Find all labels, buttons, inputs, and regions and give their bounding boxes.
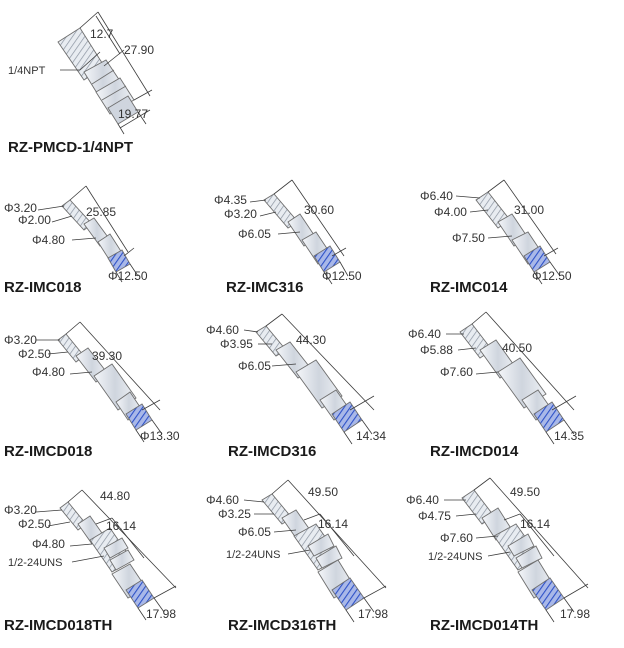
dim-text: Φ7.60 xyxy=(440,365,473,379)
connector-illustration xyxy=(263,193,341,273)
dim-text: 31.00 xyxy=(514,203,544,217)
dim-text: Φ4.00 xyxy=(434,205,467,219)
part-rz-imc018: Φ3.20 Φ2.00 25.85 Φ4.80 Φ12.50 RZ-IMC018 xyxy=(4,185,148,296)
dim-text: 16.14 xyxy=(106,519,136,533)
dim-text: Φ3.20 xyxy=(4,503,37,517)
connector-illustration xyxy=(59,501,155,609)
part-rz-imcd316th: Φ4.60 Φ3.25 49.50 Φ6.05 16.14 1/2-24UNS … xyxy=(206,479,388,634)
part-rz-pmcd-1-4npt: 12.7 27.90 1/4NPT 19.77 RZ-PMCD-1/4NPT xyxy=(8,11,154,156)
part-rz-imcd014th: Φ6.40 Φ4.75 49.50 Φ7.60 16.14 1/2-24UNS … xyxy=(406,477,590,634)
dim-text: Φ4.60 xyxy=(206,493,239,507)
dim-text: Φ6.05 xyxy=(238,227,271,241)
connector-illustration xyxy=(255,325,363,433)
dim-text: Φ3.25 xyxy=(218,507,251,521)
dim-text: 39.30 xyxy=(92,349,122,363)
dim-text: Φ4.35 xyxy=(214,193,247,207)
dim-text: Φ2.50 xyxy=(18,517,51,531)
dim-text: Φ4.80 xyxy=(32,233,65,247)
part-rz-imc014: Φ6.40 Φ4.00 31.00 Φ7.50 Φ12.50 RZ-IMC014 xyxy=(420,179,572,296)
dim-text: Φ4.75 xyxy=(418,509,451,523)
connector-illustration xyxy=(57,333,153,431)
part-rz-imcd316: Φ4.60 Φ3.95 44.30 Φ6.05 14.34 RZ-IMCD316 xyxy=(206,313,386,460)
dim-text: 30.60 xyxy=(304,203,334,217)
part-rz-imcd018th: Φ3.20 Φ2.50 44.80 16.14 Φ4.80 1/2-24UNS … xyxy=(4,489,176,634)
part-label: RZ-IMC018 xyxy=(4,279,82,296)
dim-text: Φ3.20 xyxy=(224,207,257,221)
part-label: RZ-IMCD018 xyxy=(4,443,92,460)
connector-illustration xyxy=(475,191,551,273)
dim-text: Φ3.95 xyxy=(220,337,253,351)
dim-text: 1/2-24UNS xyxy=(8,557,62,569)
part-label: RZ-IMCD014TH xyxy=(430,617,538,634)
part-label: RZ-IMCD316TH xyxy=(228,617,336,634)
dim-text: 49.50 xyxy=(510,485,540,499)
part-label: RZ-IMCD014 xyxy=(430,443,519,460)
connector-illustration xyxy=(459,323,565,433)
dim-text: 44.30 xyxy=(296,333,326,347)
dim-text: 49.50 xyxy=(308,485,338,499)
dim-text: Φ5.88 xyxy=(420,343,453,357)
dim-text: 16.14 xyxy=(318,517,348,531)
dim-text: Φ3.20 xyxy=(4,333,37,347)
dim-text: Φ6.40 xyxy=(408,327,441,341)
dim-text: Φ12.50 xyxy=(108,269,148,283)
dim-text: 14.35 xyxy=(554,429,584,443)
part-label: RZ-PMCD-1/4NPT xyxy=(8,139,133,156)
connector-illustration xyxy=(461,489,565,611)
dim-text: 44.80 xyxy=(100,489,130,503)
dim-text: Φ2.50 xyxy=(18,347,51,361)
dim-text: Φ6.40 xyxy=(406,493,439,507)
part-label: RZ-IMCD018TH xyxy=(4,617,112,634)
dim-text: Φ7.50 xyxy=(452,231,485,245)
part-rz-imcd018: Φ3.20 Φ2.50 39.30 Φ4.80 Φ13.30 RZ-IMCD01… xyxy=(4,321,180,460)
dim-text: Φ6.05 xyxy=(238,525,271,539)
dim-text: Φ3.20 xyxy=(4,201,37,215)
dim-text: 1/2-24UNS xyxy=(428,551,482,563)
dim-text: Φ12.50 xyxy=(532,269,572,283)
dim-text: 27.90 xyxy=(124,43,154,57)
connector-illustration xyxy=(261,493,365,611)
part-label: RZ-IMC316 xyxy=(226,279,304,296)
dim-text: 17.98 xyxy=(358,607,388,621)
dim-text: Φ4.80 xyxy=(32,365,65,379)
dim-text: 19.77 xyxy=(118,107,148,121)
dim-text: 14.34 xyxy=(356,429,386,443)
dim-text: 17.98 xyxy=(560,607,590,621)
dim-text: Φ4.60 xyxy=(206,323,239,337)
dim-text: 16.14 xyxy=(520,517,550,531)
dim-text: Φ12.50 xyxy=(322,269,362,283)
connector-illustration xyxy=(57,27,139,125)
dim-text: 17.98 xyxy=(146,607,176,621)
part-label: RZ-IMC014 xyxy=(430,279,508,296)
part-rz-imc316: Φ4.35 Φ3.20 30.60 Φ6.05 Φ12.50 RZ-IMC316 xyxy=(214,179,362,296)
part-rz-imcd014: Φ6.40 Φ5.88 40.50 Φ7.60 14.35 RZ-IMCD014 xyxy=(408,311,584,460)
dim-text: 25.85 xyxy=(86,205,116,219)
dim-text: Φ7.60 xyxy=(440,531,473,545)
dim-text: Φ4.80 xyxy=(32,537,65,551)
dim-text: Φ6.40 xyxy=(420,189,453,203)
dim-text: Φ13.30 xyxy=(140,429,180,443)
dim-text: Φ6.05 xyxy=(238,359,271,373)
dim-text: 1/2-24UNS xyxy=(226,549,280,561)
dim-text: 1/4NPT xyxy=(8,65,46,77)
part-label: RZ-IMCD316 xyxy=(228,443,316,460)
dim-text: 12.7 xyxy=(90,27,114,41)
dim-text: 40.50 xyxy=(502,341,532,355)
dim-text: Φ2.00 xyxy=(18,213,51,227)
